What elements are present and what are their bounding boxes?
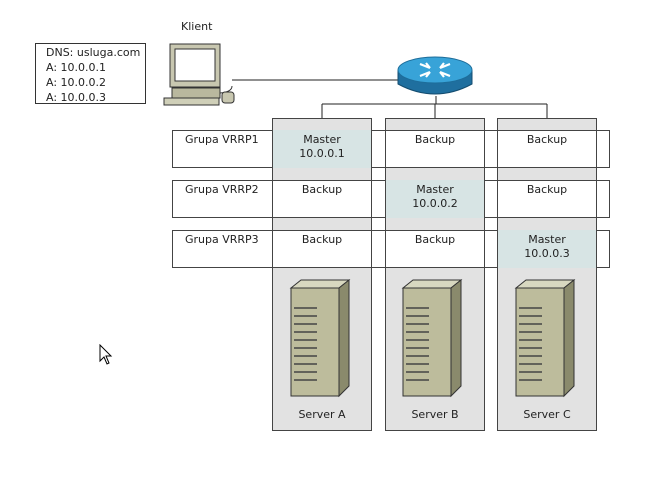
group-label: Grupa VRRP2 [185, 183, 259, 196]
server-icon [289, 278, 351, 398]
vrrp-group-row-1 [172, 130, 610, 168]
column-divider [371, 130, 372, 268]
cell-ip: 10.0.0.3 [524, 247, 570, 260]
server-icon [401, 278, 463, 398]
cell-role: Master [528, 233, 566, 246]
vrrp-cell: Master 10.0.0.2 [385, 180, 485, 218]
group-label: Grupa VRRP1 [185, 133, 259, 146]
server-label: Server A [298, 408, 346, 421]
group-label: Grupa VRRP3 [185, 233, 259, 246]
vrrp-cell: Backup [272, 180, 372, 218]
cell-role: Backup [301, 183, 343, 196]
vrrp-cell: Master 10.0.0.1 [272, 130, 372, 168]
column-divider [484, 130, 485, 268]
column-divider [272, 130, 273, 268]
client-label: Klient [181, 20, 213, 33]
server-icon [514, 278, 576, 398]
dns-line: A: 10.0.0.3 [46, 91, 107, 104]
router-icon [397, 56, 473, 95]
vrrp-cell: Master 10.0.0.3 [497, 230, 597, 268]
vrrp-cell: Backup [385, 230, 485, 268]
vrrp-cell: Backup [272, 230, 372, 268]
cell-role: Master [416, 183, 454, 196]
column-divider [497, 130, 498, 268]
column-divider [596, 130, 597, 268]
vrrp-cell: Backup [497, 130, 597, 168]
dns-record-box: DNS: usluga.com A: 10.0.0.1 A: 10.0.0.2 … [35, 43, 146, 104]
server-label: Server B [411, 408, 459, 421]
cell-role: Backup [301, 233, 343, 246]
dns-line: A: 10.0.0.2 [46, 76, 107, 89]
cell-ip: 10.0.0.2 [412, 197, 458, 210]
cell-role: Backup [414, 133, 456, 146]
dns-line: DNS: usluga.com [46, 46, 141, 59]
cell-role: Backup [526, 133, 568, 146]
vrrp-cell: Backup [385, 130, 485, 168]
column-divider [385, 130, 386, 268]
vrrp-cell: Backup [497, 180, 597, 218]
cell-role: Master [303, 133, 341, 146]
computer-icon [163, 43, 235, 106]
cell-ip: 10.0.0.1 [299, 147, 345, 160]
dns-line: A: 10.0.0.1 [46, 61, 107, 74]
cell-role: Backup [526, 183, 568, 196]
cell-role: Backup [414, 233, 456, 246]
server-label: Server C [523, 408, 571, 421]
cursor-icon [99, 344, 113, 365]
